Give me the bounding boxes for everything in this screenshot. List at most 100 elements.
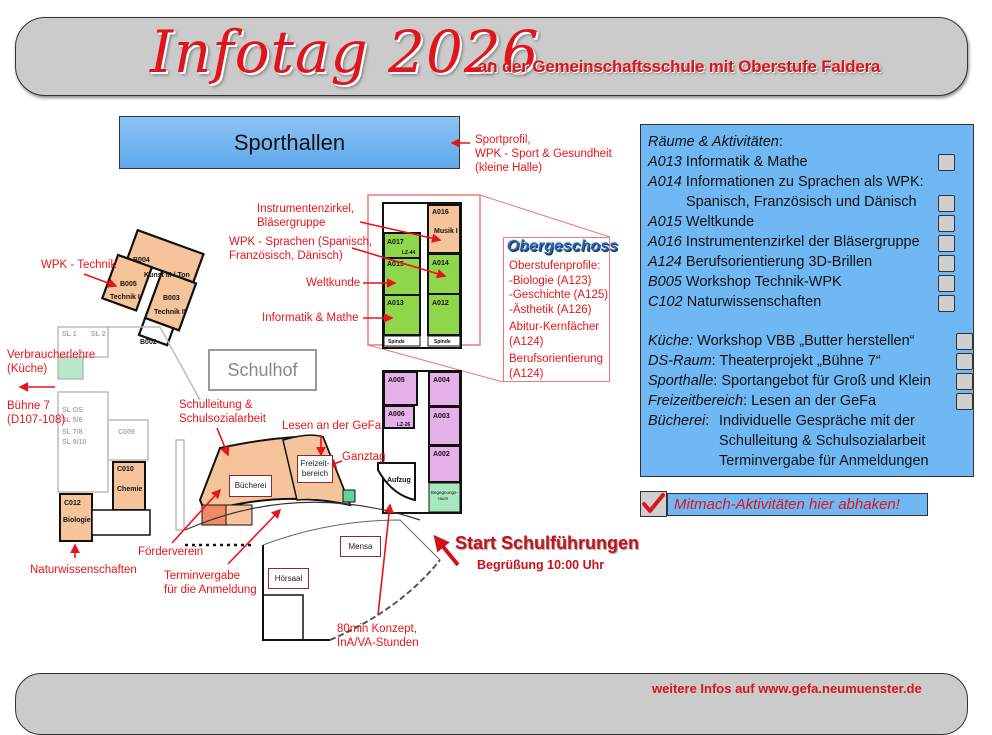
label-line: (D107-108): [7, 414, 66, 426]
room-buecherei: Bücherei: [229, 475, 272, 497]
label-line: Schulleitung &: [179, 399, 253, 411]
room-label: SL 1: [62, 331, 77, 338]
item-text: Informatik & Mathe: [685, 154, 808, 170]
room-label: A003: [433, 413, 450, 420]
room-a016: [427, 204, 461, 254]
connector-line: [479, 194, 611, 238]
ground-floor-a-wing: [377, 370, 462, 514]
label-line: (Küche): [7, 363, 48, 375]
obergeschoss-list: Oberstufenprofile: -Biologie (A123) -Ges…: [509, 259, 608, 381]
room-label: C010: [117, 466, 134, 473]
header-banner: [15, 17, 968, 96]
footer-website-link[interactable]: weitere Infos auf www.gefa.neumuenster.d…: [652, 681, 922, 696]
og-line: Berufsorientierung: [509, 353, 603, 365]
panel-heading: Räume & Aktivitäten:: [648, 134, 783, 150]
activity-text: : Sportangebot für Groß und Klein: [713, 373, 931, 389]
checkbox[interactable]: [938, 255, 955, 272]
label-verbraucherlehre: Verbraucherlehre (Küche): [7, 348, 95, 376]
room-label: Spinde: [434, 339, 451, 345]
checkbox[interactable]: [956, 393, 973, 410]
activity-text: : Theaterprojekt „Bühne 7“: [711, 353, 881, 369]
label-line: WPK - Sprachen (Spanisch,: [229, 236, 373, 248]
room-label: Kunst III / Ton: [144, 272, 190, 279]
sportprofil-note: Sportprofil, WPK - Sport & Gesundheit (k…: [475, 133, 612, 175]
buecherei-line: Individuelle Gespräche mit der: [719, 413, 915, 429]
checkbox[interactable]: [956, 333, 973, 350]
room-label: SL 2: [91, 331, 106, 338]
buecherei-line: Schulleitung & Schulsozialarbeit: [719, 433, 926, 449]
label-line: Französisch, Dänisch): [229, 250, 343, 262]
legend-item: A013 Informatik & Mathe: [648, 154, 808, 170]
mitmach-banner: Mitmach-Aktivitäten hier abhaken!: [667, 493, 928, 516]
room-label: Technik II: [154, 309, 186, 316]
room-a012: [427, 293, 461, 336]
og-line: (A124): [509, 335, 544, 348]
label-line: Verbraucherlehre: [7, 349, 96, 361]
activities-panel: Räume & Aktivitäten: A013 Informatik & M…: [640, 124, 974, 477]
legend-item: A015 Weltkunde: [648, 214, 754, 230]
label-line: InA/VA-Stunden: [337, 637, 419, 649]
heading-colon: :: [778, 134, 783, 150]
checkbox[interactable]: [956, 373, 973, 390]
room-label: Technik I: [110, 294, 140, 301]
place: DS-Raum: [648, 353, 712, 369]
activity-text: : Lesen an der GeFa: [743, 393, 877, 409]
label-line: Schulsozialarbeit: [179, 413, 266, 425]
room-label: Spinde: [388, 339, 405, 345]
note-line: (kleine Halle): [475, 162, 543, 174]
c-wing: [57, 326, 201, 493]
room-code: A014: [648, 174, 682, 190]
room-label: B004: [133, 257, 150, 264]
mitmach-checkbox: [640, 491, 667, 517]
room-label: Chemie: [117, 486, 142, 493]
checkbox[interactable]: [938, 295, 955, 312]
annotation-arrows: [18, 221, 447, 616]
room-code: A015: [648, 214, 682, 230]
room-label: C009: [118, 429, 135, 436]
room-label: A016: [432, 209, 449, 216]
item-text: Weltkunde: [685, 214, 755, 230]
label-line: für die Anmeldung: [164, 584, 257, 596]
room-code: B005: [648, 274, 682, 290]
activity-item: Freizeitbereich: Lesen an der GeFa: [648, 393, 876, 409]
checkbox[interactable]: [938, 154, 955, 171]
item-text: Informationen zu Sprachen als WPK:: [685, 174, 924, 190]
checkbox[interactable]: [956, 353, 973, 370]
room-label: B002: [140, 339, 157, 346]
page-title: Infotag 2026: [150, 18, 540, 86]
checkbox[interactable]: [938, 235, 955, 252]
room-label: SL 5/6: [62, 417, 83, 424]
checkbox[interactable]: [938, 275, 955, 292]
label-line: Bühne 7: [7, 400, 50, 412]
label-line: 80min Konzept,: [337, 623, 417, 635]
checkbox[interactable]: [938, 215, 955, 232]
note-line: Sportprofil,: [475, 134, 531, 146]
label-buehne: Bühne 7 (D107-108): [7, 399, 65, 427]
checkbox[interactable]: [938, 195, 955, 212]
room-label: A006: [388, 411, 405, 418]
room-a015: [383, 257, 421, 296]
page-subtitle: an der Gemeinschaftsschule mit Oberstufe…: [478, 57, 881, 76]
room-label: A012: [432, 300, 449, 307]
og-line: -Ästhetik (A126): [509, 303, 592, 316]
item-text: Workshop Technik-WPK: [685, 274, 842, 290]
obergeschoss-box: [503, 237, 610, 382]
room-code: C102: [648, 294, 683, 310]
og-line: -Geschichte (A125): [509, 289, 609, 301]
room-label: LZ-44: [402, 250, 416, 256]
item-text: Instrumentenzirkel der Bläsergruppe: [685, 234, 920, 250]
label-line: Terminvergabe: [164, 570, 241, 582]
room-label: SL OS: [62, 407, 83, 414]
room-label: A015: [387, 261, 404, 268]
start-tour-label: Start Schulführungen: [455, 533, 639, 553]
room-freizeitbereich: Freizeit-bereich: [297, 455, 333, 483]
checkmark-icon: [642, 493, 665, 513]
item-text: Berufsorientierung 3D-Brillen: [685, 254, 873, 270]
label-informatik: Informatik & Mathe: [262, 312, 359, 324]
activity-item: DS-Raum: Theaterprojekt „Bühne 7“: [648, 353, 881, 369]
buecherei-line: Terminvergabe für Anmeldungen: [719, 453, 929, 469]
b-wing: [100, 228, 205, 347]
activity-text: Workshop VBB „Butter herstellen“: [693, 333, 915, 349]
room-label: A002: [433, 451, 450, 458]
place: Sporthalle: [648, 373, 714, 389]
